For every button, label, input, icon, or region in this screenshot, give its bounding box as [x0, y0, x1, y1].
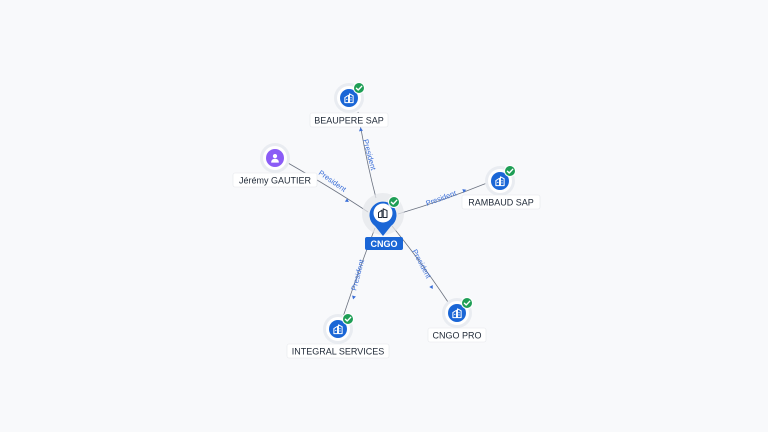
- edge-label: President: [317, 168, 349, 194]
- edge-jeremy-cngo[interactable]: President: [287, 162, 369, 213]
- node-beaupere-sap[interactable]: BEAUPERE SAP: [309, 82, 389, 128]
- node-label: INTEGRAL SERVICES: [292, 347, 385, 357]
- edge-label: President: [349, 258, 366, 292]
- verified-check-icon: [388, 196, 400, 208]
- node-jeremy-gautier[interactable]: Jérémy GAUTIER: [232, 143, 318, 188]
- center-node-cngo[interactable]: CNGO: [362, 193, 404, 250]
- node-cngo-pro[interactable]: CNGO PRO: [427, 297, 487, 343]
- node-label: RAMBAUD SAP: [468, 198, 534, 208]
- center-node-label: CNGO: [371, 239, 398, 249]
- node-label: CNGO PRO: [432, 331, 481, 341]
- verified-check-icon: [504, 165, 516, 177]
- edge-label: President: [425, 188, 459, 208]
- verified-check-icon: [353, 82, 365, 94]
- verified-check-icon: [342, 313, 354, 325]
- node-label: BEAUPERE SAP: [314, 116, 384, 126]
- edge-label: President: [410, 248, 433, 281]
- building-icon: [378, 208, 388, 219]
- verified-check-icon: [461, 297, 473, 309]
- node-rambaud-sap[interactable]: RAMBAUD SAP: [461, 165, 541, 210]
- edge-label: President: [361, 138, 378, 172]
- node-label: Jérémy GAUTIER: [239, 176, 312, 186]
- node-integral-services[interactable]: INTEGRAL SERVICES: [286, 313, 390, 359]
